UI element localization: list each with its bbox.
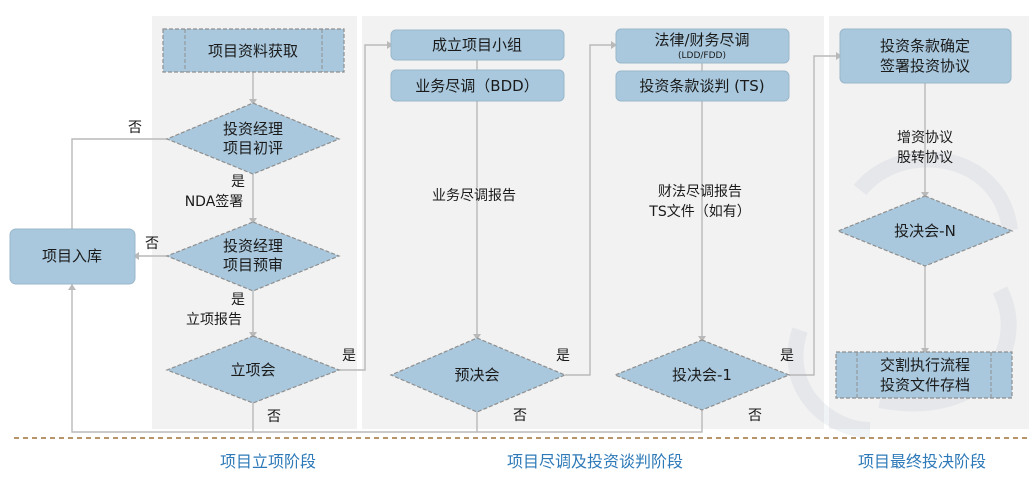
label-bdd-report: 业务尽调报告: [432, 188, 516, 204]
svg-text:预决会: 预决会: [454, 366, 499, 384]
label-nda: NDA签署: [185, 193, 244, 210]
label-capital-increase-agreement: 增资协议: [897, 130, 953, 146]
node-legal-financial-dd: 法律/财务尽调 (LDD/FDD): [615, 28, 790, 64]
node-project-database: 项目入库: [9, 228, 136, 285]
node-delivery: 交割执行流程 投资文件存档: [835, 351, 1013, 399]
label-yes-approval: 是: [342, 348, 356, 364]
node-ts-negotiation: 投资条款谈判 (TS): [615, 70, 790, 102]
label-no-initial-review: 否: [128, 120, 142, 136]
label-yes-initial-review: 是: [231, 174, 245, 190]
node-manager-initial-review: 投资经理 项目初评: [165, 102, 341, 175]
node-pre-decision-meeting: 预决会: [389, 337, 567, 413]
label-yes-pre-review: 是: [231, 292, 245, 308]
svg-text:交割执行流程: 交割执行流程: [880, 356, 970, 374]
label-share-transfer-agreement: 股转协议: [897, 150, 953, 166]
node-manager-pre-review: 投资经理 项目预审: [165, 221, 341, 292]
label-ts-file: TS文件（如有）: [648, 204, 750, 220]
node-form-team: 成立项目小组: [390, 29, 565, 61]
svg-text:项目入库: 项目入库: [42, 247, 102, 265]
label-no-approval: 否: [267, 409, 281, 425]
node-confirm-terms: 投资条款确定 签署投资协议: [839, 28, 1012, 84]
svg-text:项目初评: 项目初评: [223, 139, 283, 157]
node-bdd: 业务尽调（BDD）: [390, 69, 565, 102]
svg-text:投资文件存档: 投资文件存档: [880, 376, 970, 394]
connectors: [71, 44, 926, 433]
svg-text:立项会: 立项会: [230, 361, 275, 379]
node-project-info: 项目资料获取: [162, 28, 345, 73]
label-no-pre-review: 否: [145, 236, 159, 252]
svg-text:项目资料获取: 项目资料获取: [208, 42, 298, 60]
svg-text:(LDD/FDD): (LDD/FDD): [678, 51, 726, 61]
label-no-pre-decision: 否: [513, 408, 527, 424]
svg-text:成立项目小组: 成立项目小组: [432, 36, 522, 54]
node-decision-meeting-1: 投决会-1: [613, 339, 791, 411]
node-decision-meeting-n: 投决会-N: [836, 195, 1014, 267]
arrowheads: [68, 41, 929, 354]
label-fin-report: 财法尽调报告: [658, 184, 742, 200]
svg-text:法律/财务尽调: 法律/财务尽调: [654, 31, 749, 49]
svg-text:投资经理: 投资经理: [223, 237, 283, 255]
node-approval-meeting: 立项会: [165, 335, 341, 404]
stage-title-final-decision: 项目最终投决阶段: [858, 452, 986, 471]
label-approval-report: 立项报告: [186, 312, 242, 328]
svg-text:投决会-N: 投决会-N: [894, 222, 956, 240]
label-yes-decision1: 是: [780, 348, 794, 364]
label-yes-pre-decision: 是: [556, 348, 570, 364]
svg-text:业务尽调（BDD）: 业务尽调（BDD）: [415, 77, 538, 95]
stage-title-approval: 项目立项阶段: [220, 452, 316, 471]
stage-title-dd-negotiation: 项目尽调及投资谈判阶段: [507, 452, 683, 471]
svg-text:投资条款确定: 投资条款确定: [880, 37, 970, 55]
svg-text:投资条款谈判 (TS): 投资条款谈判 (TS): [639, 77, 764, 95]
svg-text:签署投资协议: 签署投资协议: [880, 57, 970, 75]
svg-text:投资经理: 投资经理: [223, 120, 283, 138]
svg-text:项目预审: 项目预审: [223, 256, 283, 274]
label-no-decision1: 否: [748, 408, 762, 424]
svg-text:投决会-1: 投决会-1: [672, 366, 732, 384]
